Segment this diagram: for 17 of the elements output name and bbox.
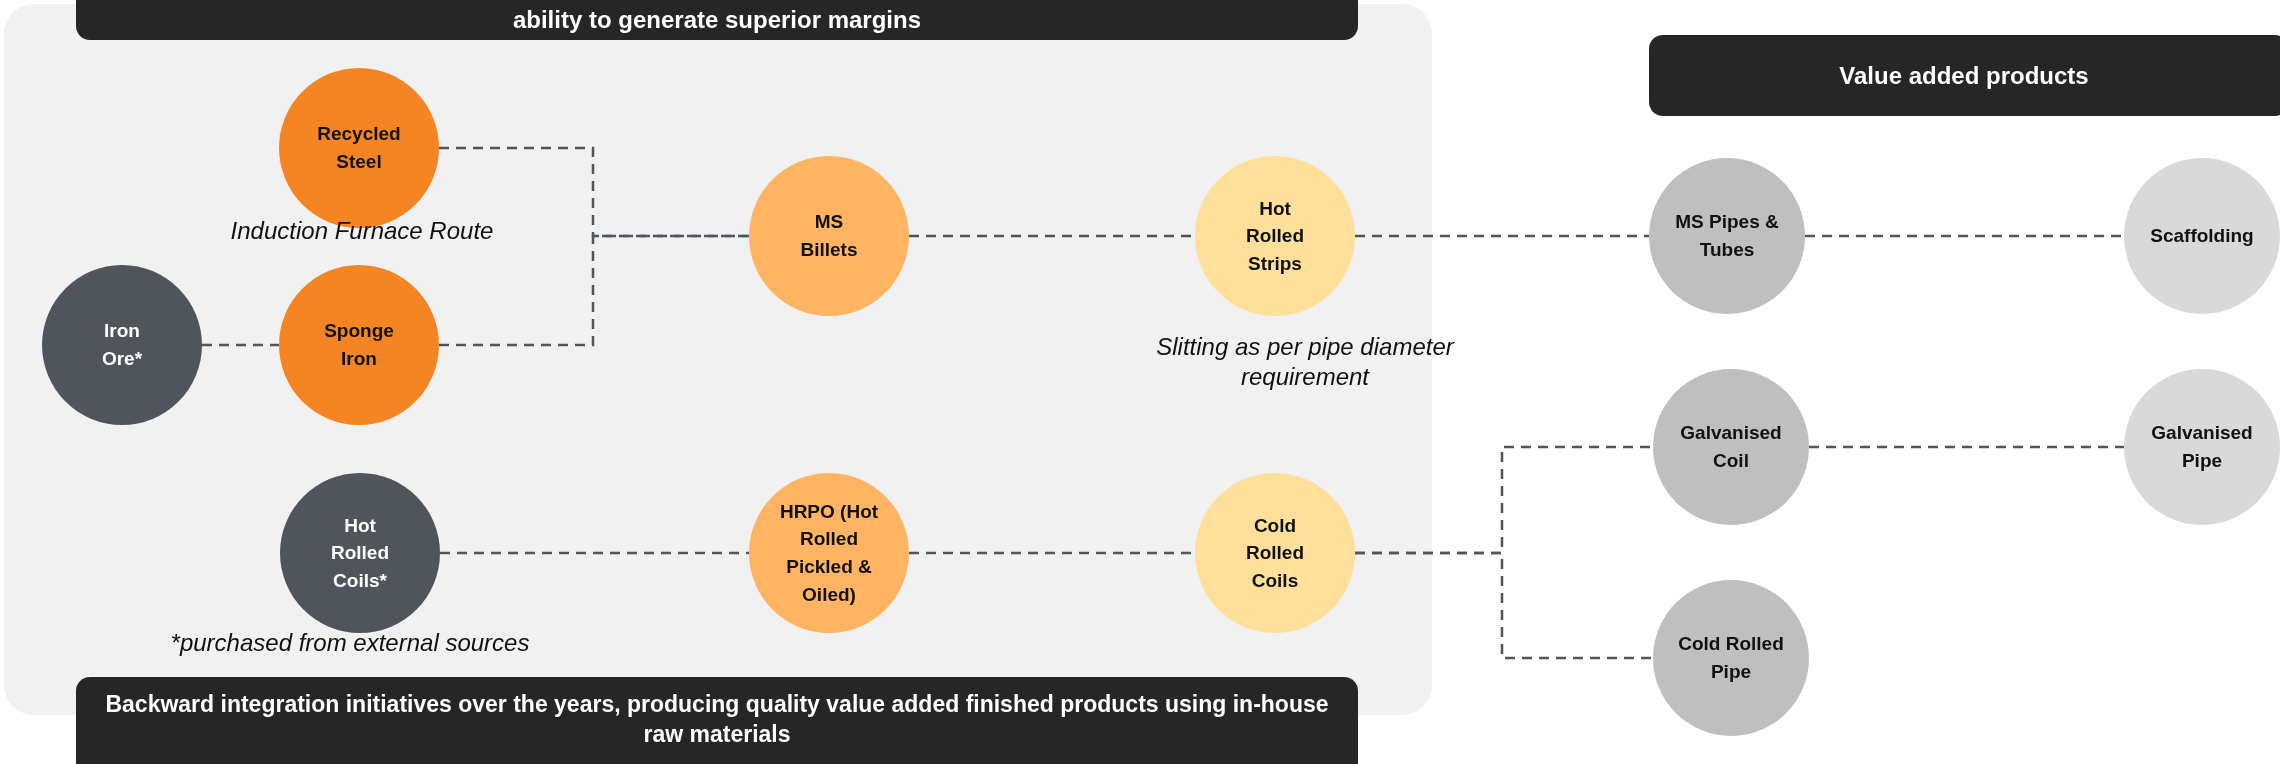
process-circle: MS Pipes & Tubes — [1649, 158, 1805, 314]
heading-banner: Backward integration initiatives over the years, producing quality value added finished products using in-house raw materials — [76, 677, 1358, 764]
connector-line — [1805, 234, 2124, 238]
connector-line — [439, 234, 749, 347]
connector-line — [1809, 445, 2124, 449]
connector-line — [1355, 234, 1649, 238]
connector-line — [440, 551, 749, 555]
connector-line — [1355, 551, 1653, 660]
process-circle: Galvanised Coil — [1653, 369, 1809, 525]
process-circle: Scaffolding — [2124, 158, 2280, 314]
heading-banner: Value added products — [1649, 35, 2280, 116]
connector-line — [439, 146, 749, 238]
process-circle: Cold Rolled Pipe — [1653, 580, 1809, 736]
connector-line — [202, 343, 279, 347]
node-caption: Slitting as per pipe diameter requirement — [1155, 332, 1456, 392]
heading-banner: ability to generate superior margins — [76, 0, 1358, 40]
process-circle: Galvanised Pipe — [2124, 369, 2280, 525]
